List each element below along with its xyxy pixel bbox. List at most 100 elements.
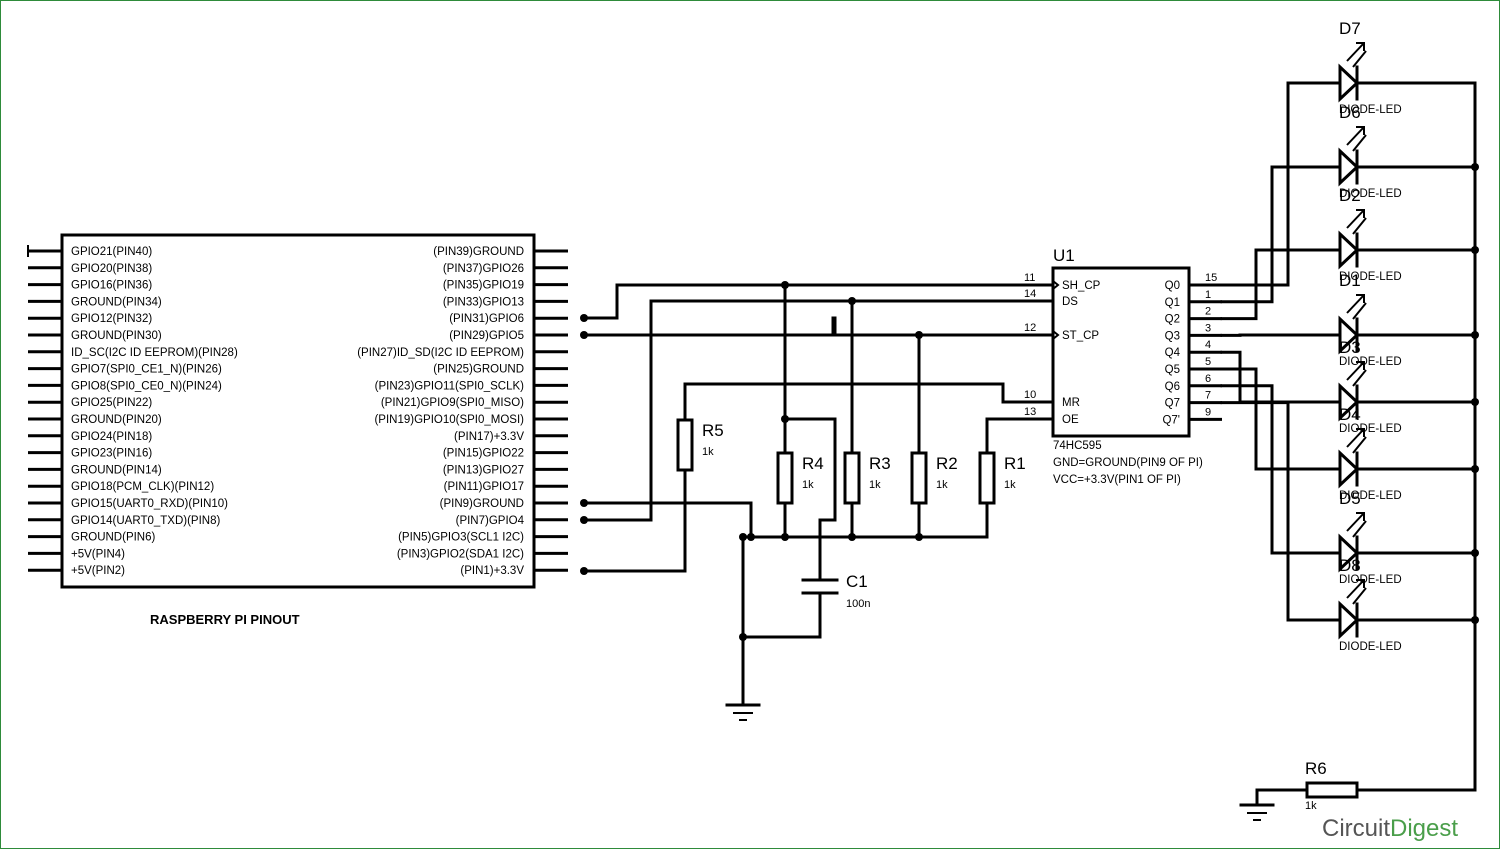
capacitor-c1: C1 100n <box>801 572 870 610</box>
led-ref: D4 <box>1339 405 1361 424</box>
led-arrowhead <box>1356 361 1365 370</box>
led-value: DIODE-LED <box>1339 641 1402 653</box>
pi-left-pin-label: GPIO16(PIN36) <box>71 280 152 292</box>
ic-body <box>1051 266 1191 438</box>
ic-right-pin-number: 4 <box>1205 339 1211 351</box>
junction-dot <box>1471 331 1479 339</box>
led-arrowhead <box>1356 512 1365 521</box>
ic-right-pin-number: 7 <box>1205 390 1211 402</box>
pi-right-pin-label: (PIN19)GPIO10(SPI0_MOSI) <box>374 414 524 426</box>
pi-right-pin-label: (PIN17)+3.3V <box>454 431 524 443</box>
pi-left-pin-label: GROUND(PIN20) <box>71 414 162 426</box>
pi-left-pins: GPIO21(PIN40)GPIO20(PIN38)GPIO16(PIN36)G… <box>27 245 238 577</box>
pi-left-pin-label: GPIO23(PIN16) <box>71 448 152 460</box>
junction-dot <box>1471 163 1479 171</box>
ic-right-pin-name: Q2 <box>1165 314 1180 326</box>
ic-right-pin-name: Q1 <box>1165 297 1180 309</box>
pi-right-pin-label: (PIN1)+3.3V <box>460 565 524 577</box>
led-arrow <box>1352 587 1367 605</box>
pi-right-pin-label: (PIN11)GPIO17 <box>444 481 524 493</box>
pi-header-body <box>60 233 536 589</box>
led-ref: D7 <box>1339 19 1361 38</box>
pi-left-pin-label: GPIO21(PIN40) <box>71 246 152 258</box>
ic-left-pin-number: 10 <box>1024 389 1036 401</box>
led-value: DIODE-LED <box>1339 271 1402 283</box>
pi-right-pins: (PIN39)GROUND(PIN37)GPIO26(PIN35)GPIO19(… <box>357 246 568 577</box>
pi-left-pin-label: GPIO14(UART0_TXD)(PIN8) <box>71 515 220 527</box>
ic-right-pin-name: Q4 <box>1165 347 1181 359</box>
led-value: DIODE-LED <box>1339 574 1402 586</box>
resistor-value: 1k <box>1004 479 1016 491</box>
junction-dot <box>848 297 856 305</box>
led-triangle <box>1338 449 1360 489</box>
ic-note-vcc: VCC=+3.3V(PIN1 OF PI) <box>1053 474 1181 486</box>
led-arrow <box>1346 294 1365 314</box>
c1-ref: C1 <box>846 572 868 591</box>
resistor-body <box>676 418 694 472</box>
ic-right-pin-number: 5 <box>1205 356 1211 368</box>
pi-left-pin-label: GROUND(PIN30) <box>71 330 162 342</box>
led-arrow <box>1346 428 1365 448</box>
pi-right-pin-label: (PIN27)ID_SD(I2C ID EEPROM) <box>357 347 524 359</box>
ic-right-pin-name: Q7' <box>1162 414 1180 426</box>
pi-left-pin-label: GPIO25(PIN22) <box>71 397 152 409</box>
led-arrowhead <box>1356 126 1365 135</box>
pi-left-pin-label: GPIO7(SPI0_CE1_N)(PIN26) <box>71 364 222 376</box>
junction-dot <box>1471 616 1479 624</box>
junction-dots <box>580 281 923 641</box>
ic-left-pin-name: SH_CP <box>1062 280 1101 292</box>
junction-dot <box>781 415 789 423</box>
led-arrow <box>1352 302 1367 320</box>
led-arrowhead <box>1356 42 1365 51</box>
pi-right-pin-label: (PIN7)GPIO4 <box>456 515 525 527</box>
ic-right-pin-number: 1 <box>1205 289 1211 301</box>
led-route-wire <box>1220 248 1342 321</box>
pi-title: RASPBERRY PI PINOUT <box>150 612 300 627</box>
ic-right-pin-name: Q3 <box>1165 330 1180 342</box>
led-arrow <box>1352 134 1367 152</box>
led-array: D7DIODE-LEDD6DIODE-LEDD2DIODE-LEDD1DIODE… <box>1220 19 1479 653</box>
led-arrowhead <box>1356 428 1365 437</box>
ic-left-pin-name: OE <box>1062 414 1079 426</box>
ic-right-pin-name: Q6 <box>1165 381 1180 393</box>
led-arrowhead <box>1356 209 1365 218</box>
led-arrow <box>1346 209 1365 229</box>
ic-left-pin-name: MR <box>1062 397 1080 409</box>
resistor-value: 1k <box>1305 800 1317 812</box>
led-arrow <box>1346 579 1365 599</box>
junction-dot <box>781 533 789 541</box>
pi-right-pin-label: (PIN5)GPIO3(SCL1 I2C) <box>398 532 524 544</box>
ic-right-pin-number: 3 <box>1205 322 1211 334</box>
resistor-value: 1k <box>869 479 881 491</box>
led-arrow <box>1352 50 1367 68</box>
junction-dot <box>1471 246 1479 254</box>
ic-left-pin-number: 11 <box>1024 272 1035 284</box>
led-arrowhead <box>1356 579 1365 588</box>
pi-left-pin-label: ID_SC(I2C ID EEPROM)(PIN28) <box>71 347 238 359</box>
resistor-ref: R4 <box>802 454 824 473</box>
pi-left-pin-label: GROUND(PIN14) <box>71 464 162 476</box>
led-value: DIODE-LED <box>1339 188 1402 200</box>
resistor-ref: R5 <box>702 421 724 440</box>
led-triangle <box>1338 315 1360 355</box>
pi-right-pin-label: (PIN33)GPIO13 <box>443 296 524 308</box>
svg-text:CircuitDigest: CircuitDigest <box>1322 815 1458 842</box>
shift-register-u1: U1 74HC595 GND=GROUND(PIN9 OF PI) VCC=+3… <box>1024 246 1222 486</box>
led-arrow <box>1352 217 1367 235</box>
ic-right-pin-number: 15 <box>1205 272 1217 284</box>
led-triangle <box>1338 230 1360 270</box>
pi-right-pin-label: (PIN23)GPIO11(SPI0_SCLK) <box>375 380 525 392</box>
junction-dot <box>1471 398 1479 406</box>
resistor-body <box>843 451 861 505</box>
junction-dot <box>580 499 588 507</box>
ground-symbol-r6 <box>1239 803 1275 821</box>
